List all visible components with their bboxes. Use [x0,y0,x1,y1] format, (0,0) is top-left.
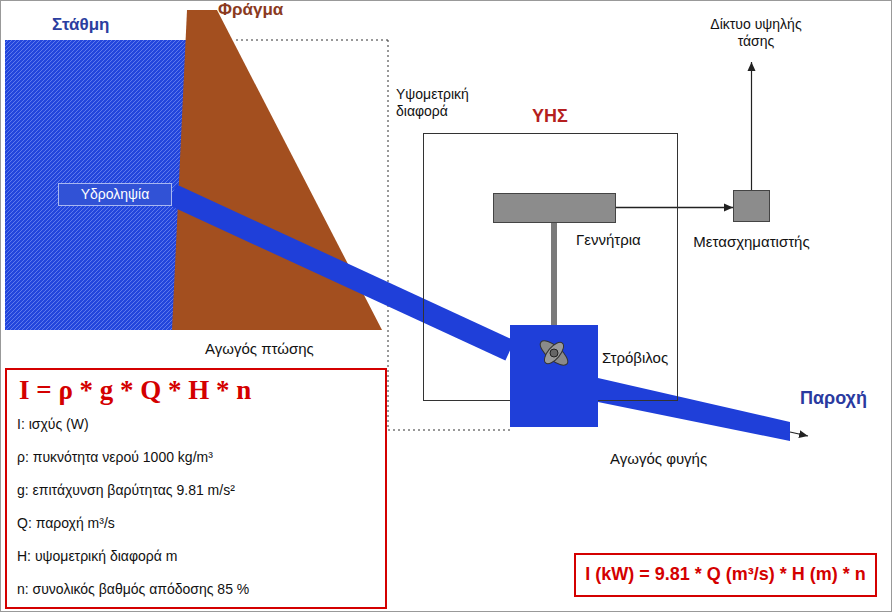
symbol-definition: Q: παροχή m³/s [17,515,115,532]
rotor-blade [541,339,567,367]
rotor-blade [536,337,571,370]
tailrace-channel [598,378,790,441]
power-formula: I = ρ * g * Q * H * n [19,374,251,406]
turbine-shaft [551,223,557,325]
grid-label: Δίκτυο υψηλής τάσης [708,16,804,50]
level-line [236,40,388,41]
formula-panel: I (kW) = 9.81 * Q (m³/s) * H (m) * n [574,553,877,597]
symbol-definition: ρ: πυκνότητα νερού 1000 kg/m³ [17,449,213,466]
water-intake-box: Υδροληψία [58,183,172,206]
dam-label: Φράγμα [218,0,283,20]
transformer-box: Μετασχηματιστής [733,190,770,222]
power-line [616,207,733,208]
turbine-label: Στρόβιλος [600,349,670,367]
generator-label: Γεννήτρια [576,231,641,249]
tailrace-label: Αγωγός φυγής [610,450,707,468]
kw-formula: I (kW) = 9.81 * Q (m³/s) * H (m) * n [585,564,866,586]
reservoir-water [5,40,195,330]
symbol-definition: n: συνολικός βαθμός απόδοσης 85 % [17,581,249,598]
tailwater-line [388,430,510,431]
symbol-definition: I: ισχύς (W) [17,416,89,433]
turbine-box: Στρόβιλος [510,325,598,427]
symbol-definition: H: υψομετρική διαφορά m [17,548,177,565]
turbine-rotor [510,325,598,427]
formula-panel: I = ρ * g * Q * H * n I: ισχύς (W) ρ: πυκν… [5,368,387,609]
penstock-label: Αγωγός πτώσης [205,340,314,358]
water-level-label: Στάθμη [52,15,109,35]
grid-arrow [751,62,752,190]
intake-label: Υδροληψία [81,186,150,203]
discharge-label: Παροχή [800,388,867,410]
flow-arrow [790,432,808,436]
symbol-definition: g: επιτάχυνση βαρύτητας 9.81 m/s² [17,482,235,499]
head-dimension-line [388,40,389,430]
transformer-label: Μετασχηματιστής [693,233,809,251]
powerhouse-heading: ΥΗΣ [532,106,568,128]
rotor-group [536,337,571,370]
head-label: Υψομετρική διαφορά [396,86,496,120]
generator-box: Γεννήτρια [493,193,616,223]
rotor-hub [550,349,558,357]
penstock-pipe [172,195,510,351]
